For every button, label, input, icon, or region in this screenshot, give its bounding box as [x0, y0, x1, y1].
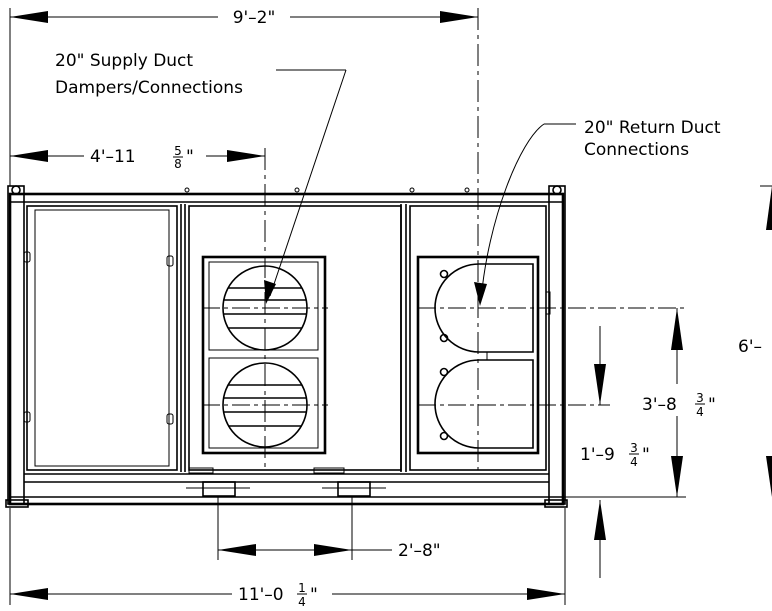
return-duct-section — [409, 205, 551, 471]
dim-return-base-unit: " — [642, 445, 650, 465]
supply-damper-section — [186, 204, 407, 497]
left-access-panel — [23, 204, 186, 472]
dim-overall-bottom-num: 1 — [298, 581, 306, 595]
dim-return-height-den: 4 — [696, 405, 704, 419]
return-callout-line2: Connections — [584, 140, 689, 160]
return-callout-line1: 20" Return Duct — [584, 118, 721, 138]
dim-return-height: 3'–8 3 4 " — [594, 308, 718, 497]
supply-duct-callout: 20" Supply Duct Dampers/Connections — [55, 51, 347, 304]
supply-callout-line1: 20" Supply Duct — [55, 51, 193, 71]
dim-overall-height-label: 6'– — [738, 337, 762, 357]
dim-duct-spacing-label: 2'–8" — [398, 541, 441, 561]
dim-duct-spacing: 2'–8" — [218, 541, 441, 561]
dim-overall-bottom-label: 11'–0 — [238, 585, 284, 605]
dim-return-base-label: 1'–9 — [580, 445, 615, 465]
dim-overall-top: 9'–2" — [10, 6, 478, 28]
dim-supply-offset-den: 8 — [174, 157, 182, 171]
dim-supply-offset-unit: " — [186, 147, 194, 167]
dim-overall-bottom: 11'–0 1 4 " — [10, 580, 565, 609]
dim-overall-top-label: 9'–2" — [233, 8, 276, 28]
dim-supply-offset-num: 5 — [174, 144, 182, 158]
centerlines — [9, 8, 686, 605]
dim-supply-offset: 4'–11 5 8 " — [10, 144, 265, 171]
dim-supply-offset-label: 4'–11 — [90, 147, 136, 167]
dim-overall-bottom-den: 4 — [298, 595, 306, 609]
dim-overall-height: 6'– — [738, 185, 772, 497]
dim-return-height-unit: " — [708, 395, 716, 415]
dim-overall-bottom-unit: " — [310, 585, 318, 605]
dim-return-base: 1'–9 3 4 " — [578, 436, 683, 578]
dim-return-base-den: 4 — [630, 455, 638, 469]
supply-callout-line2: Dampers/Connections — [55, 78, 243, 98]
dim-return-height-label: 3'–8 — [642, 395, 677, 415]
dim-return-height-num: 3 — [696, 391, 704, 405]
return-duct-callout: 20" Return Duct Connections — [474, 118, 721, 306]
dim-return-base-num: 3 — [630, 441, 638, 455]
unit-cabinet — [5, 185, 568, 508]
